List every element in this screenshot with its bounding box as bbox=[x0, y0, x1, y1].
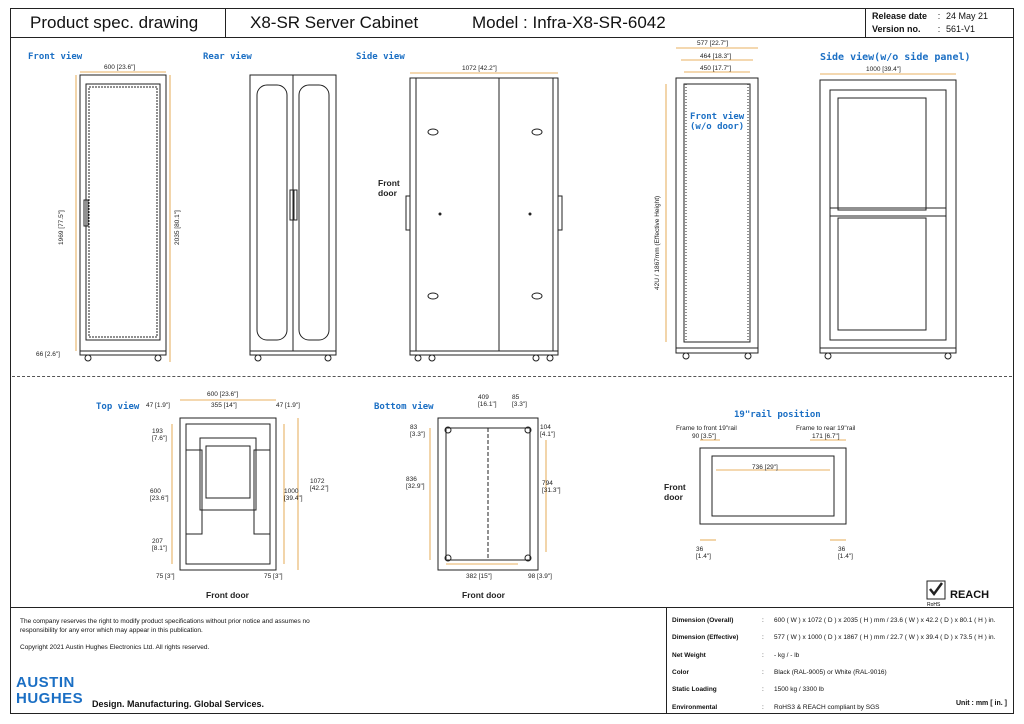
spec-value: 1500 kg / 3300 lb bbox=[774, 686, 824, 694]
drawing-frame bbox=[10, 8, 1014, 714]
front-view-wo-door-drawing bbox=[665, 47, 759, 360]
disclaimer: The company reserves the right to modify… bbox=[20, 618, 310, 634]
unit-label: Unit : mm [ in. ] bbox=[956, 700, 1007, 707]
dim-top-355: 355 [14"] bbox=[211, 402, 237, 409]
spec-value: 600 ( W ) x 1072 ( D ) x 2035 ( H ) mm /… bbox=[774, 617, 996, 625]
dim-top-47a: 47 [1.9"] bbox=[146, 402, 170, 409]
dim-rail-736: 736 [29"] bbox=[752, 464, 778, 471]
spec-table: Dimension (Overall):600 ( W ) x 1072 ( D… bbox=[672, 612, 1012, 716]
rear-view-label: Rear view bbox=[203, 52, 252, 62]
dim-front-height: 1969 [77.5"] bbox=[58, 210, 65, 245]
top-view-label: Top view bbox=[96, 402, 140, 412]
dim-bot-98: 98 [3.9"] bbox=[528, 573, 552, 580]
bottom-view-drawing bbox=[429, 417, 547, 571]
dim-top-75a: 75 [3"] bbox=[156, 573, 175, 580]
dim-rail-171: 171 [6.7"] bbox=[812, 433, 840, 440]
side-view-label: Side view bbox=[356, 52, 405, 62]
dim-rail-36a: 36 [1.4"] bbox=[696, 546, 711, 560]
spec-key: Net Weight bbox=[672, 651, 706, 659]
version-label: Version no. bbox=[872, 24, 921, 34]
dim-bot-794: 794 [31.3"] bbox=[542, 480, 561, 494]
dim-top-75b: 75 [3"] bbox=[264, 573, 283, 580]
front-view-wo-door-label: Front view (w/o door) bbox=[690, 112, 745, 132]
side-view-wo-panel-label: Side view(w/o side panel) bbox=[820, 52, 971, 63]
version-value: 561-V1 bbox=[946, 24, 976, 34]
spec-row: Dimension (Overall):600 ( W ) x 1072 ( D… bbox=[672, 617, 996, 625]
spec-key: Dimension (Effective) bbox=[672, 634, 739, 642]
release-info: Release date:24 May 21 Version no.:561-V… bbox=[872, 11, 989, 34]
spec-value: 577 ( W ) x 1000 ( D ) x 1867 ( H ) mm /… bbox=[774, 634, 996, 642]
dim-450: 450 [17.7"] bbox=[700, 65, 732, 72]
dim-top-193: 193 [7.6"] bbox=[152, 428, 167, 442]
dim-bot-836: 836 [32.9"] bbox=[406, 476, 425, 490]
side-view-wo-panel-drawing bbox=[819, 73, 957, 360]
dim-top-1072: 1072 [42.2"] bbox=[310, 478, 329, 492]
dim-rail-90: 90 [3.5"] bbox=[692, 433, 716, 440]
dim-top-600: 600 [23.6"] bbox=[207, 391, 239, 398]
svg-text:RoHS: RoHS bbox=[927, 602, 941, 608]
spec-value: - kg / - lb bbox=[774, 651, 800, 659]
dim-top-47b: 47 [1.9"] bbox=[276, 402, 300, 409]
tagline: Design. Manufacturing. Global Services. bbox=[92, 699, 265, 709]
dim-bot-85: 85 [3.3"] bbox=[512, 394, 527, 408]
spec-key: Dimension (Overall) bbox=[672, 617, 734, 625]
top-view-drawing bbox=[171, 399, 299, 571]
doc-title: Product spec. drawing bbox=[10, 8, 226, 37]
spec-row: Environmental:RoHS3 & REACH compliant by… bbox=[672, 703, 880, 711]
side-view-drawing bbox=[405, 72, 563, 362]
rail-frame-to-front: Frame to front 19"rail bbox=[676, 425, 737, 432]
spec-row: Net Weight:- kg / - lb bbox=[672, 651, 800, 659]
model-number: Model : Infra-X8-SR-6042 bbox=[472, 13, 666, 32]
spec-key: Color bbox=[672, 669, 689, 677]
spec-key: Environmental bbox=[672, 703, 718, 711]
title-block-header: Product spec. drawing X8-SR Server Cabin… bbox=[10, 8, 1014, 38]
dim-464: 464 [18.3"] bbox=[700, 53, 732, 60]
dim-bot-104: 104 [4.1"] bbox=[540, 424, 555, 438]
dim-front-foot: 66 [2.6"] bbox=[36, 351, 60, 358]
spec-key: Static Loading bbox=[672, 686, 717, 694]
section-divider bbox=[12, 376, 1012, 377]
side-front-door-note: Front door bbox=[378, 178, 400, 198]
rail-position-drawing bbox=[699, 439, 847, 541]
brand-logo-bottom: HUGHES bbox=[16, 690, 84, 707]
footer-column-divider bbox=[666, 607, 667, 714]
front-view-drawing bbox=[75, 71, 171, 362]
rail-front-door-note: Front door bbox=[664, 482, 686, 502]
rohs-check-icon: RoHS bbox=[926, 580, 946, 608]
footer-divider bbox=[10, 607, 1014, 608]
rear-view-drawing bbox=[249, 74, 337, 362]
dim-rail-36b: 36 [1.4"] bbox=[838, 546, 853, 560]
dim-side-panel-width: 1000 [39.4"] bbox=[866, 66, 901, 73]
bottom-front-door-note: Front door bbox=[462, 590, 505, 600]
bottom-view-label: Bottom view bbox=[374, 402, 434, 412]
dim-effective-height: 42U / 1867mm (Effective Height) bbox=[654, 195, 661, 290]
spec-row: Color:Black (RAL-9005) or White (RAL-901… bbox=[672, 669, 887, 677]
spec-value: Black (RAL-9005) or White (RAL-9016) bbox=[774, 669, 887, 677]
spec-value: RoHS3 & REACH compliant by SGS bbox=[774, 703, 880, 711]
dim-top-207: 207 [8.1"] bbox=[152, 538, 167, 552]
reach-label: REACH bbox=[950, 589, 990, 601]
dim-side-width: 1072 [42.2"] bbox=[462, 65, 497, 72]
dim-bot-409: 409 [16.1"] bbox=[478, 394, 497, 408]
rail-position-label: 19"rail position bbox=[734, 410, 821, 420]
spec-row: Dimension (Effective):577 ( W ) x 1000 (… bbox=[672, 634, 996, 642]
dim-bot-83: 83 [3.3"] bbox=[410, 424, 425, 438]
dim-bot-382: 382 [15"] bbox=[466, 573, 492, 580]
dim-front-width: 600 [23.6"] bbox=[104, 64, 136, 71]
release-date-value: 24 May 21 bbox=[946, 11, 989, 21]
dim-577: 577 [22.7"] bbox=[697, 40, 729, 47]
rail-frame-to-rear: Frame to rear 19"rail bbox=[796, 425, 856, 432]
front-view-label: Front view bbox=[28, 52, 83, 62]
dim-front-height-overall: 2035 [80.1"] bbox=[174, 210, 181, 245]
copyright: Copyright 2021 Austin Hughes Electronics… bbox=[20, 644, 210, 651]
dim-top-1000: 1000 [39.4"] bbox=[284, 488, 303, 502]
spec-row: Static Loading:1500 kg / 3300 lb bbox=[672, 686, 824, 694]
top-front-door-note: Front door bbox=[206, 590, 249, 600]
brand-logo-top: AUSTIN bbox=[16, 674, 75, 691]
release-date-label: Release date bbox=[872, 11, 928, 21]
product-name: X8-SR Server Cabinet bbox=[226, 8, 866, 37]
dim-top-600v: 600 [23.6"] bbox=[150, 488, 169, 502]
